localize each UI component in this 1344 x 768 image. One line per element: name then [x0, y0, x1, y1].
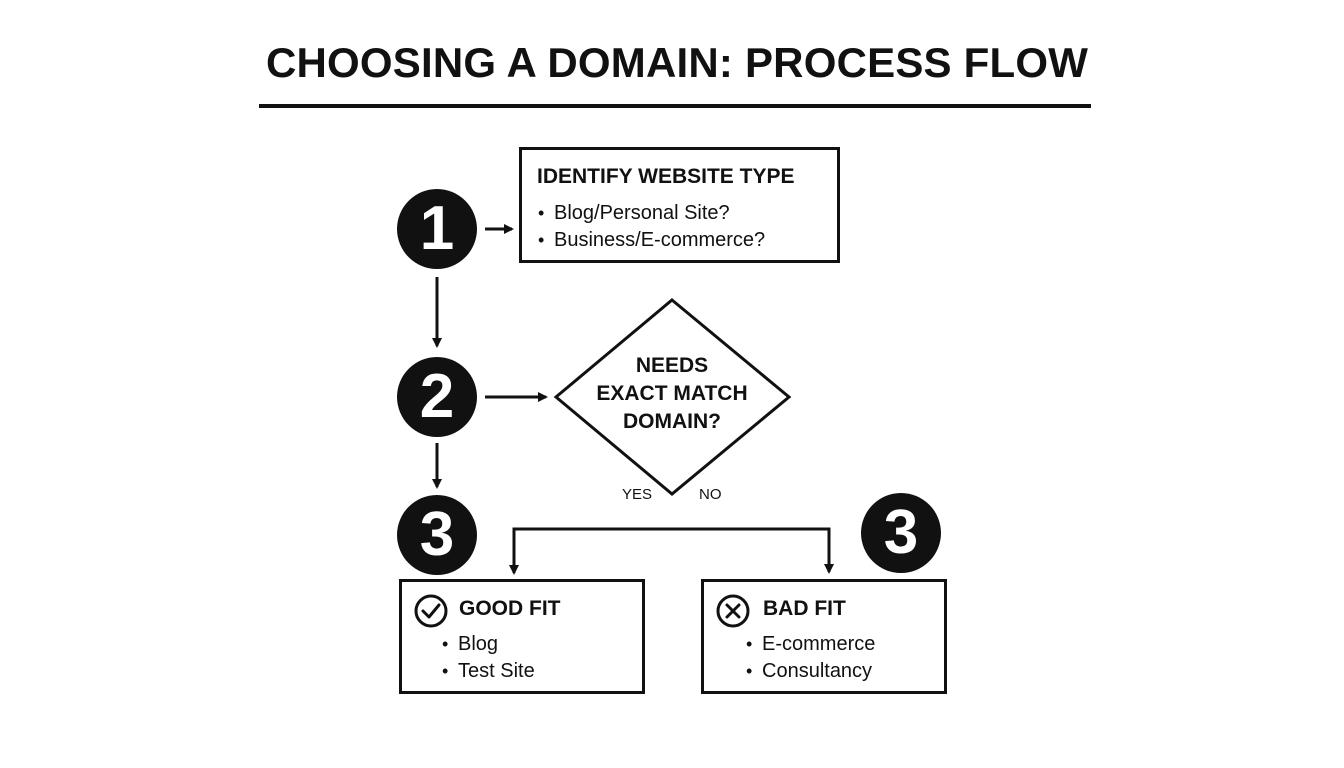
- identify-website-type-box: IDENTIFY WEBSITE TYPE Blog/Personal Site…: [519, 147, 840, 263]
- step-2-badge: 2: [397, 357, 477, 437]
- bad-fit-list: E-commerce Consultancy: [746, 631, 875, 685]
- bad-fit-heading: BAD FIT: [763, 597, 846, 620]
- bad-fit-item: Consultancy: [746, 658, 875, 685]
- good-fit-box: GOOD FIT Blog Test Site: [399, 579, 645, 694]
- no-label: NO: [699, 486, 722, 503]
- bad-fit-item: E-commerce: [746, 631, 875, 658]
- decision-line: DOMAIN?: [623, 410, 721, 433]
- identify-list: Blog/Personal Site? Business/E-commerce?: [538, 200, 765, 254]
- good-fit-item: Test Site: [442, 658, 535, 685]
- step-1-badge: 1: [397, 189, 477, 269]
- diagram-title: CHOOSING A DOMAIN: PROCESS FLOW: [265, 39, 1089, 86]
- check-circle-icon: [414, 594, 448, 628]
- decision-line: NEEDS: [635, 354, 709, 377]
- decision-diamond: [553, 298, 792, 496]
- decision-question: NEEDS EXACT MATCH DOMAIN?: [560, 352, 784, 436]
- bad-fit-box: BAD FIT E-commerce Consultancy: [701, 579, 947, 694]
- identify-item: Business/E-commerce?: [538, 227, 765, 254]
- good-fit-heading: GOOD FIT: [459, 597, 561, 620]
- good-fit-item: Blog: [442, 631, 535, 658]
- x-circle-icon: [716, 594, 750, 628]
- good-fit-list: Blog Test Site: [442, 631, 535, 685]
- identify-item: Blog/Personal Site?: [538, 200, 765, 227]
- step-3-badge-right: 3: [861, 493, 941, 573]
- step-3-badge-left: 3: [397, 495, 477, 575]
- decision-line: EXACT MATCH: [596, 382, 748, 405]
- identify-heading: IDENTIFY WEBSITE TYPE: [537, 165, 795, 188]
- yes-label: YES: [622, 486, 653, 503]
- branch-bracket: [512, 527, 834, 574]
- title-underline: [259, 104, 1091, 108]
